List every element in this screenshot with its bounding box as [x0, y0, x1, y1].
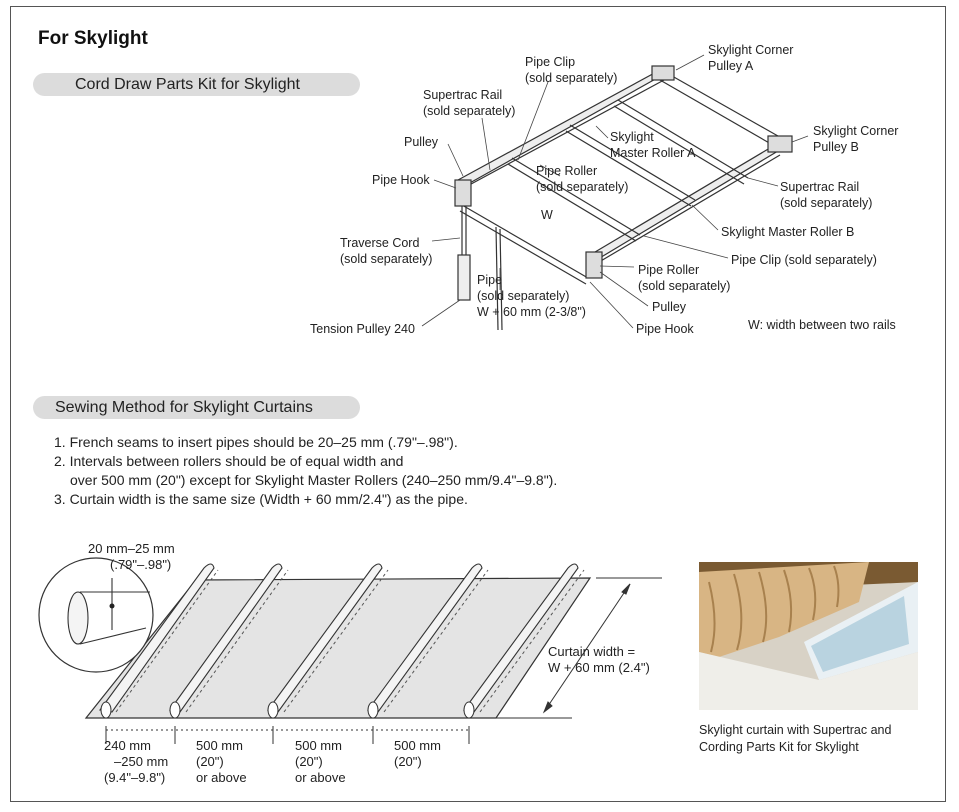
label-curtain-width: Curtain width =W + 60 mm (2.4") [548, 644, 650, 675]
kit-section-title: Cord Draw Parts Kit for Skylight [33, 73, 360, 96]
page-title: For Skylight [38, 28, 148, 49]
note-1: 1. French seams to insert pipes should b… [54, 434, 458, 450]
page-frame [10, 6, 946, 802]
label-dim-1: 240 mm–250 mm(9.4"–9.8") [104, 738, 169, 785]
label-pipe-hook-right: Pipe Hook [636, 322, 694, 336]
label-tension-pulley: Tension Pulley 240 [310, 322, 415, 336]
label-master-roller-b: Skylight Master Roller B [721, 225, 855, 239]
label-supertrac-rail-right: Supertrac Rail(sold separately) [780, 180, 873, 210]
label-pipe-roller-bottom: Pipe Roller(sold separately) [638, 263, 731, 293]
note-2-cont: over 500 mm (20") except for Skylight Ma… [70, 472, 558, 488]
label-pipe-clip-right: Pipe Clip (sold separately) [731, 253, 877, 267]
label-traverse-cord: Traverse Cord(sold separately) [340, 236, 433, 266]
label-pipe-clip-top: Pipe Clip(sold separately) [525, 55, 618, 85]
label-pipe: Pipe(sold separately)W + 60 mm (2-3/8") [477, 273, 586, 319]
label-dim-3: 500 mm(20")or above [295, 738, 346, 785]
label-supertrac-rail-left: Supertrac Rail(sold separately) [423, 88, 516, 118]
note-3: 3. Curtain width is the same size (Width… [54, 491, 468, 507]
label-w-note: W: width between two rails [748, 318, 896, 332]
label-seam-width: 20 mm–25 mm(.79"–.98") [88, 541, 175, 572]
note-2: 2. Intervals between rollers should be o… [54, 453, 404, 469]
label-dim-4: 500 mm(20") [394, 738, 441, 769]
sewing-notes: 1. French seams to insert pipes should b… [54, 433, 557, 509]
label-dim-2: 500 mm(20")or above [196, 738, 247, 785]
label-pipe-roller-top: Pipe Roller(sold separately) [536, 164, 629, 194]
label-pulley-right: Pulley [652, 300, 687, 314]
label-w: W [541, 208, 553, 222]
sewing-section-title: Sewing Method for Skylight Curtains [33, 396, 360, 419]
skylight-curtain-photo [699, 562, 918, 710]
label-pulley-left: Pulley [404, 135, 439, 149]
label-pipe-hook-left: Pipe Hook [372, 173, 430, 187]
